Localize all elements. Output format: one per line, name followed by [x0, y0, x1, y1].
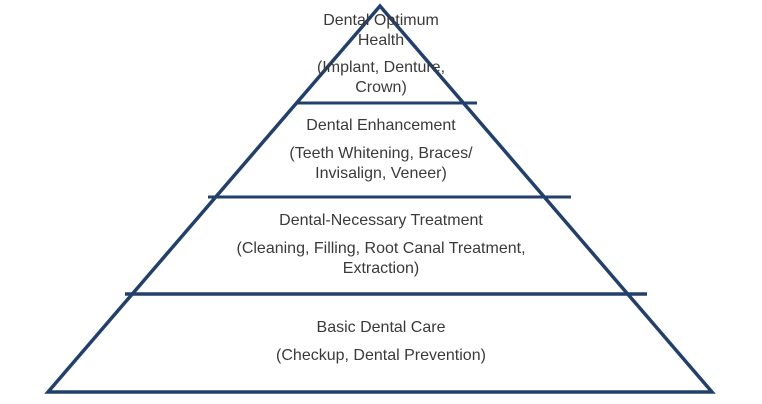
level-3-items-line-2: Extraction)	[342, 260, 420, 277]
level-3-title-line-1: Dental-Necessary Treatment	[279, 212, 483, 229]
level-2-title: Dental Enhancement	[0, 116, 762, 136]
level-4-items-line-1: (Checkup, Dental Prevention)	[276, 347, 486, 364]
level-4-items: (Checkup, Dental Prevention)	[0, 346, 762, 366]
level-1-title: Dental Optimum Health	[0, 11, 762, 51]
level-3-title: Dental-Necessary Treatment	[0, 211, 762, 231]
level-1-items-line-2: Crown)	[355, 79, 407, 96]
level-2-items-line-2: Invisalign, Veneer)	[315, 165, 447, 182]
level-2-items: (Teeth Whitening, Braces/ Invisalign, Ve…	[0, 144, 762, 184]
level-1-title-line-1: Dental Optimum	[323, 12, 439, 29]
level-1-title-line-2: Health	[357, 32, 405, 49]
level-2-items-line-1: (Teeth Whitening, Braces/	[289, 145, 473, 162]
pyramid-outline	[44, 3, 716, 394]
level-2-title-line-1: Dental Enhancement	[306, 117, 456, 134]
level-1-items-line-1: (Implant, Denture,	[316, 59, 446, 76]
level-3-items: (Cleaning, Filling, Root Canal Treatment…	[0, 239, 762, 279]
level-4-title-line-1: Basic Dental Care	[316, 319, 446, 336]
level-1-items: (Implant, Denture, Crown)	[0, 58, 762, 98]
level-4-title: Basic Dental Care	[0, 318, 762, 338]
level-3-items-line-1: (Cleaning, Filling, Root Canal Treatment…	[236, 240, 526, 257]
